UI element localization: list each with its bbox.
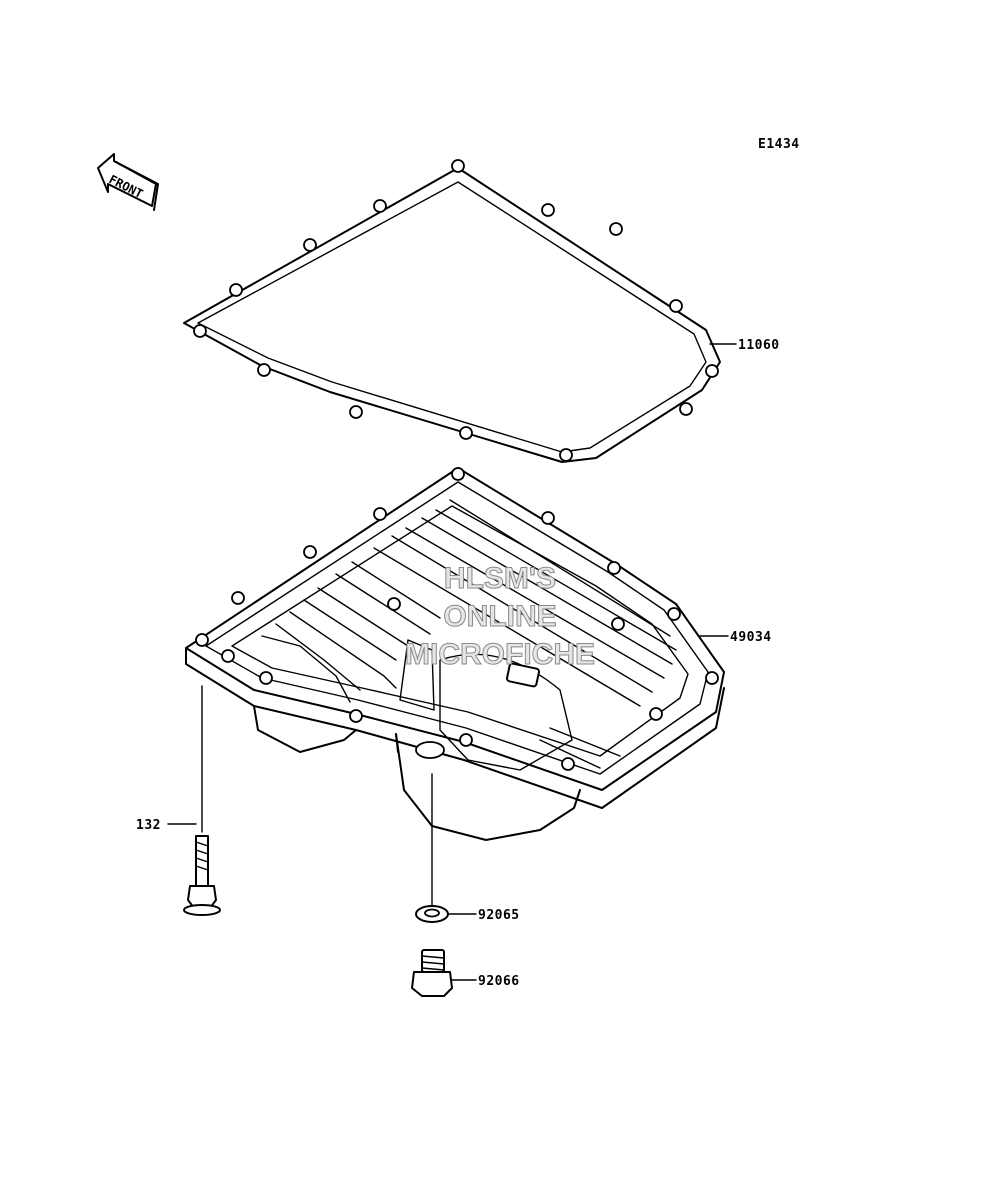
oil-pan-gasket — [183, 159, 721, 463]
part-label-92065: 92065 — [478, 908, 520, 923]
part-labels: 11060 49034 132 92065 92066 — [136, 338, 780, 989]
part-label-11060: 11060 — [738, 338, 780, 353]
watermark-line-2: ONLINE — [443, 600, 556, 633]
watermark-line-1: HLSM'S — [444, 562, 556, 595]
drain-plug-92066 — [411, 949, 453, 997]
bolt-132 — [183, 685, 221, 916]
watermark-line-3: MICROFICHE — [405, 638, 595, 671]
part-label-92066: 92066 — [478, 974, 520, 989]
part-label-132: 132 — [136, 818, 161, 833]
oil-pan-bolt-holes — [195, 467, 719, 771]
part-label-49034: 49034 — [730, 630, 772, 645]
oil-pan — [185, 467, 725, 841]
front-arrow-icon: FRONT — [97, 153, 159, 211]
oil-pan-ribs — [261, 499, 677, 769]
washer-92065 — [415, 773, 449, 923]
gasket-bolt-holes — [193, 159, 719, 462]
watermark: HLSM'S ONLINE MICROFICHE — [405, 562, 596, 672]
diagram-code: E1434 — [758, 137, 800, 152]
